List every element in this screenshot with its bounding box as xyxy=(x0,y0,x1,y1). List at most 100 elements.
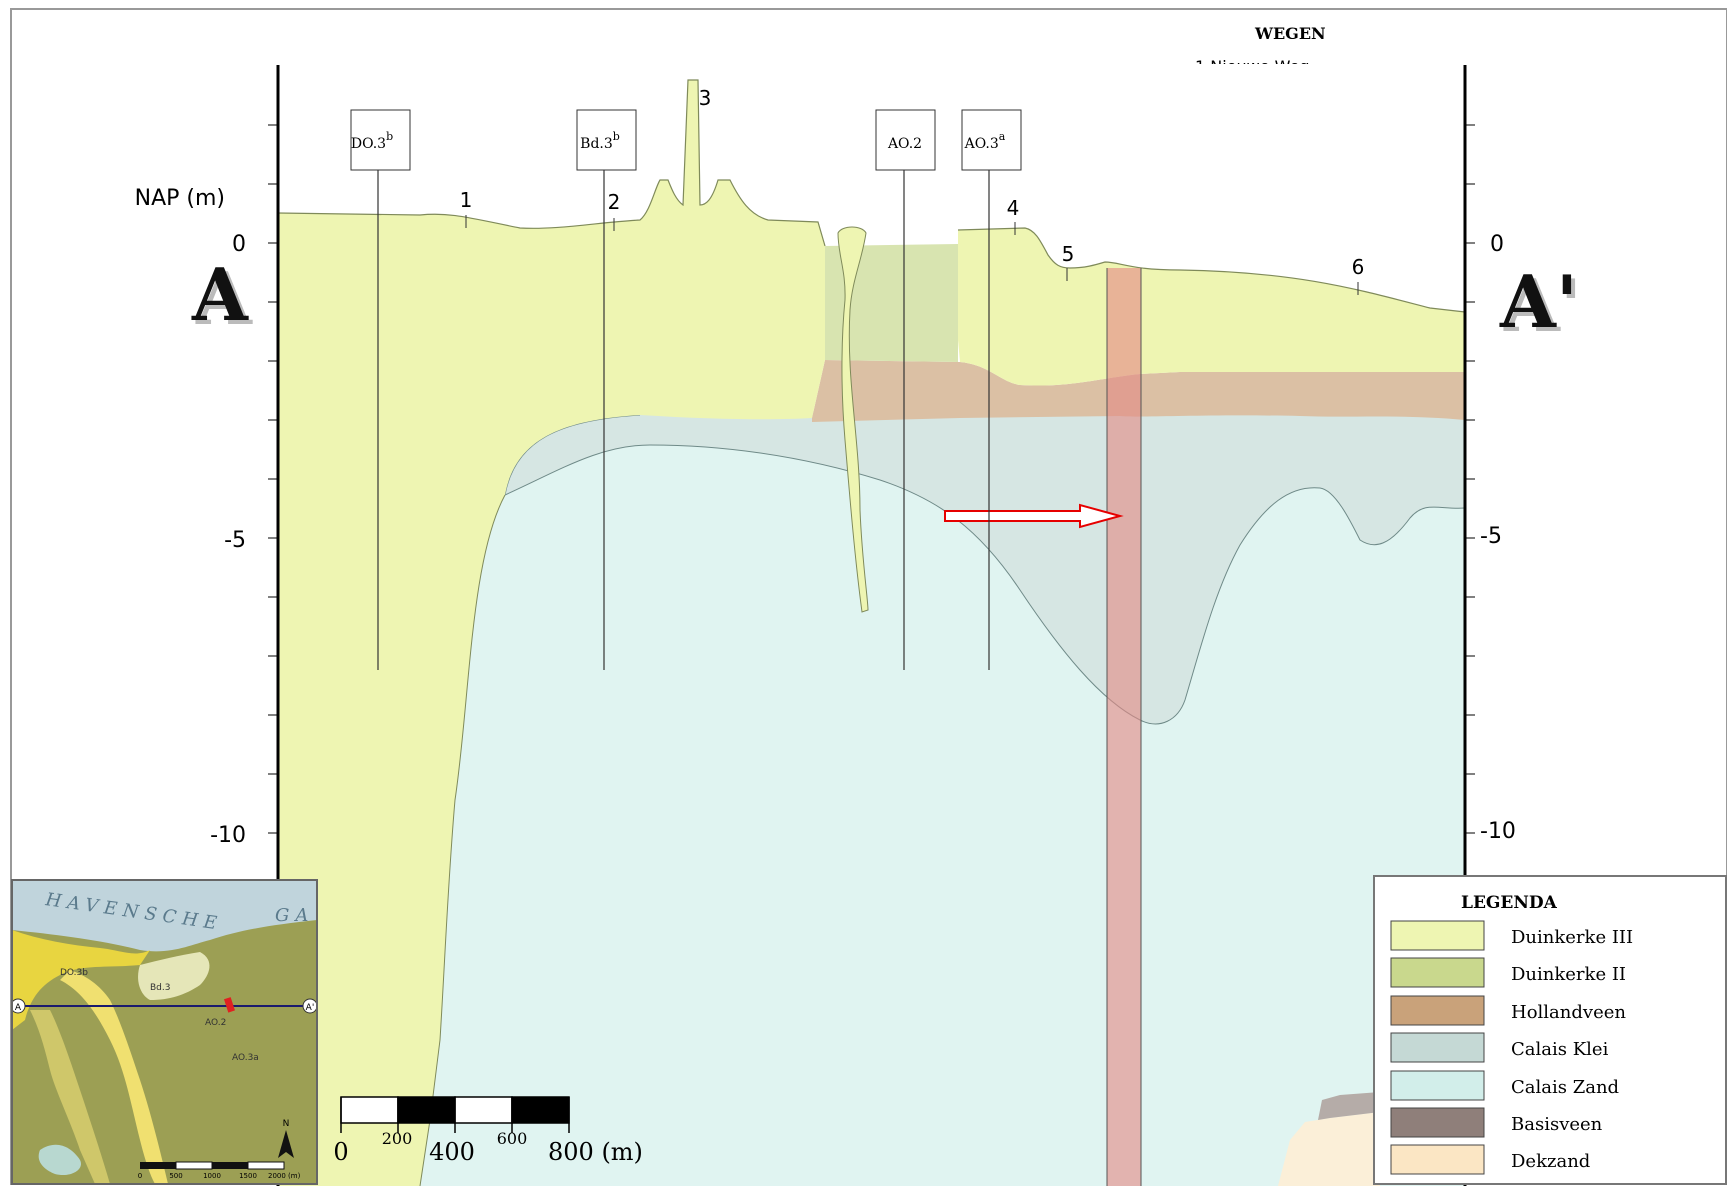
point-6: 6 xyxy=(1352,255,1365,279)
scale-label-600: 600 xyxy=(497,1129,528,1148)
scale-bar: 0 200 400 600 800 (m) xyxy=(333,1096,643,1166)
legend-swatch xyxy=(1390,1107,1485,1138)
legend-label: Calais Klei xyxy=(1511,1039,1609,1060)
scale-label-400: 400 xyxy=(429,1138,475,1166)
inset-map: A A' HAVENSCHE GA DO.3b Bd.3 AO.3a AO.2 … xyxy=(11,879,318,1185)
section-end-right: A' xyxy=(1499,259,1578,344)
inset-scale-segment xyxy=(212,1162,248,1169)
borehole-label: Bd.3b xyxy=(580,130,620,152)
inset-place-label: DO.3b xyxy=(60,968,88,978)
inset-scale-label: 0 xyxy=(138,1172,142,1180)
inset-sea-label-2: GA xyxy=(275,905,314,926)
inset-section-end xyxy=(302,998,317,1014)
inset-light-area xyxy=(138,952,210,1000)
layer-duinkerke-iii-west xyxy=(278,80,825,1186)
legend-label: Basisveen xyxy=(1511,1114,1603,1135)
inset-scale-label: 1000 xyxy=(203,1172,221,1180)
point-4: 4 xyxy=(1007,196,1020,220)
layer-duinkerke-iii-east xyxy=(958,228,1465,386)
inset-scale-segment xyxy=(175,1161,213,1170)
borehole-do3b: DO.3b xyxy=(350,109,411,670)
right-tick-label-0: 0 xyxy=(1490,232,1504,257)
legend-label: Duinkerke III xyxy=(1511,927,1633,948)
inset-section-start xyxy=(12,998,26,1014)
legend-item-hollandveen: Hollandveen xyxy=(1390,995,1626,1026)
legend-item-calais-klei: Calais Klei xyxy=(1390,1032,1609,1063)
borehole-box xyxy=(875,109,936,171)
point-1: 1 xyxy=(460,188,473,212)
legend-item-calais-zand: Calais Zand xyxy=(1390,1070,1619,1101)
inset-place-label: Bd.3 xyxy=(150,983,170,993)
legend-swatch xyxy=(1390,1032,1485,1063)
borehole-label: DO.3b xyxy=(351,130,393,152)
west-boundary-line xyxy=(419,494,506,1186)
legend: LEGENDA Duinkerke III Duinkerke II Holla… xyxy=(1373,875,1727,1185)
borehole-label: AO.2 xyxy=(887,136,922,152)
legend-item-duinkerke-ii: Duinkerke II xyxy=(1390,957,1626,988)
legend-item-dekzand: Dekzand xyxy=(1390,1144,1590,1175)
inset-pond xyxy=(38,1144,81,1176)
inset-scale-bar: 0 500 1000 1500 2000 (m) xyxy=(138,1161,301,1180)
borehole-box xyxy=(576,109,637,171)
borehole-label: AO.3a xyxy=(964,130,1006,152)
scale-segment xyxy=(454,1096,513,1124)
surface-line-west xyxy=(277,79,826,247)
inset-scale-label: 2000 (m) xyxy=(268,1172,301,1180)
right-tick-label-10: -10 xyxy=(1480,819,1516,844)
scale-segment xyxy=(397,1096,456,1124)
borehole-ao3a: AO.3a xyxy=(961,109,1022,670)
section-end-left: A xyxy=(191,252,249,337)
highlight-column xyxy=(1107,268,1141,1186)
section-end-left-shadow: A xyxy=(195,256,253,341)
point-2: 2 xyxy=(608,190,621,214)
geology-layers xyxy=(277,79,1466,1186)
legend-label: Dekzand xyxy=(1511,1151,1590,1172)
scale-label-0: 0 xyxy=(333,1138,348,1166)
borehole-box xyxy=(350,109,411,171)
roads-first-item-clipped: 1 Nieuwe Weg xyxy=(1195,57,1310,76)
legend-swatch xyxy=(1390,1144,1485,1175)
legend-title: LEGENDA xyxy=(1461,893,1558,913)
inset-creek-2 xyxy=(30,1010,110,1184)
red-arrow xyxy=(944,503,1124,529)
inset-frame xyxy=(11,879,318,1185)
borehole-ao2: AO.2 xyxy=(875,109,936,670)
legend-label: Duinkerke II xyxy=(1511,964,1626,985)
klei-zand-boundary xyxy=(504,444,1466,725)
legend-swatch xyxy=(1390,995,1485,1026)
north-label: N xyxy=(283,1119,290,1129)
legend-swatch xyxy=(1390,1070,1485,1101)
left-tick-label-5: -5 xyxy=(224,528,246,553)
legend-swatch xyxy=(1390,957,1485,988)
borehole-bd3b: Bd.3b xyxy=(576,109,637,670)
surface-line-east xyxy=(957,227,1466,313)
borehole-box xyxy=(961,109,1022,171)
section-end-right-shadow: A' xyxy=(1503,263,1582,348)
left-tick-label-10: -10 xyxy=(210,823,246,848)
location-points: 1 2 3 4 5 6 xyxy=(460,86,1365,295)
legend-item-duinkerke-iii: Duinkerke III xyxy=(1390,920,1633,951)
legend-item-basisveen: Basisveen xyxy=(1390,1107,1603,1138)
inset-place-label: AO.3a xyxy=(232,1053,259,1063)
scale-label-200: 200 xyxy=(382,1129,413,1148)
north-arrow-icon xyxy=(278,1130,294,1158)
point-3: 3 xyxy=(699,86,712,110)
inset-scale-label: 1500 xyxy=(239,1172,257,1180)
left-tick-label-0: 0 xyxy=(232,232,246,257)
inset-marker xyxy=(223,997,235,1013)
layer-dekzand xyxy=(1278,1112,1380,1186)
inset-scale-segment xyxy=(140,1162,176,1169)
roads-title: WEGEN xyxy=(1254,24,1326,43)
point-5: 5 xyxy=(1062,242,1075,266)
legend-label: Hollandveen xyxy=(1511,1002,1626,1023)
inset-section-label-a-prime: A' xyxy=(306,1003,315,1013)
inset-section-label-a: A xyxy=(15,1003,22,1013)
inset-place-label: AO.2 xyxy=(205,1018,226,1028)
inset-scale-label: 500 xyxy=(169,1172,182,1180)
inset-scale-segment xyxy=(247,1161,285,1170)
svg-text:1 Nieuwe Weg: 1 Nieuwe Weg xyxy=(1195,57,1310,76)
scale-segment xyxy=(340,1096,399,1124)
layer-basisveen xyxy=(1318,1092,1380,1120)
unit-label: NAP (m) xyxy=(135,186,225,211)
